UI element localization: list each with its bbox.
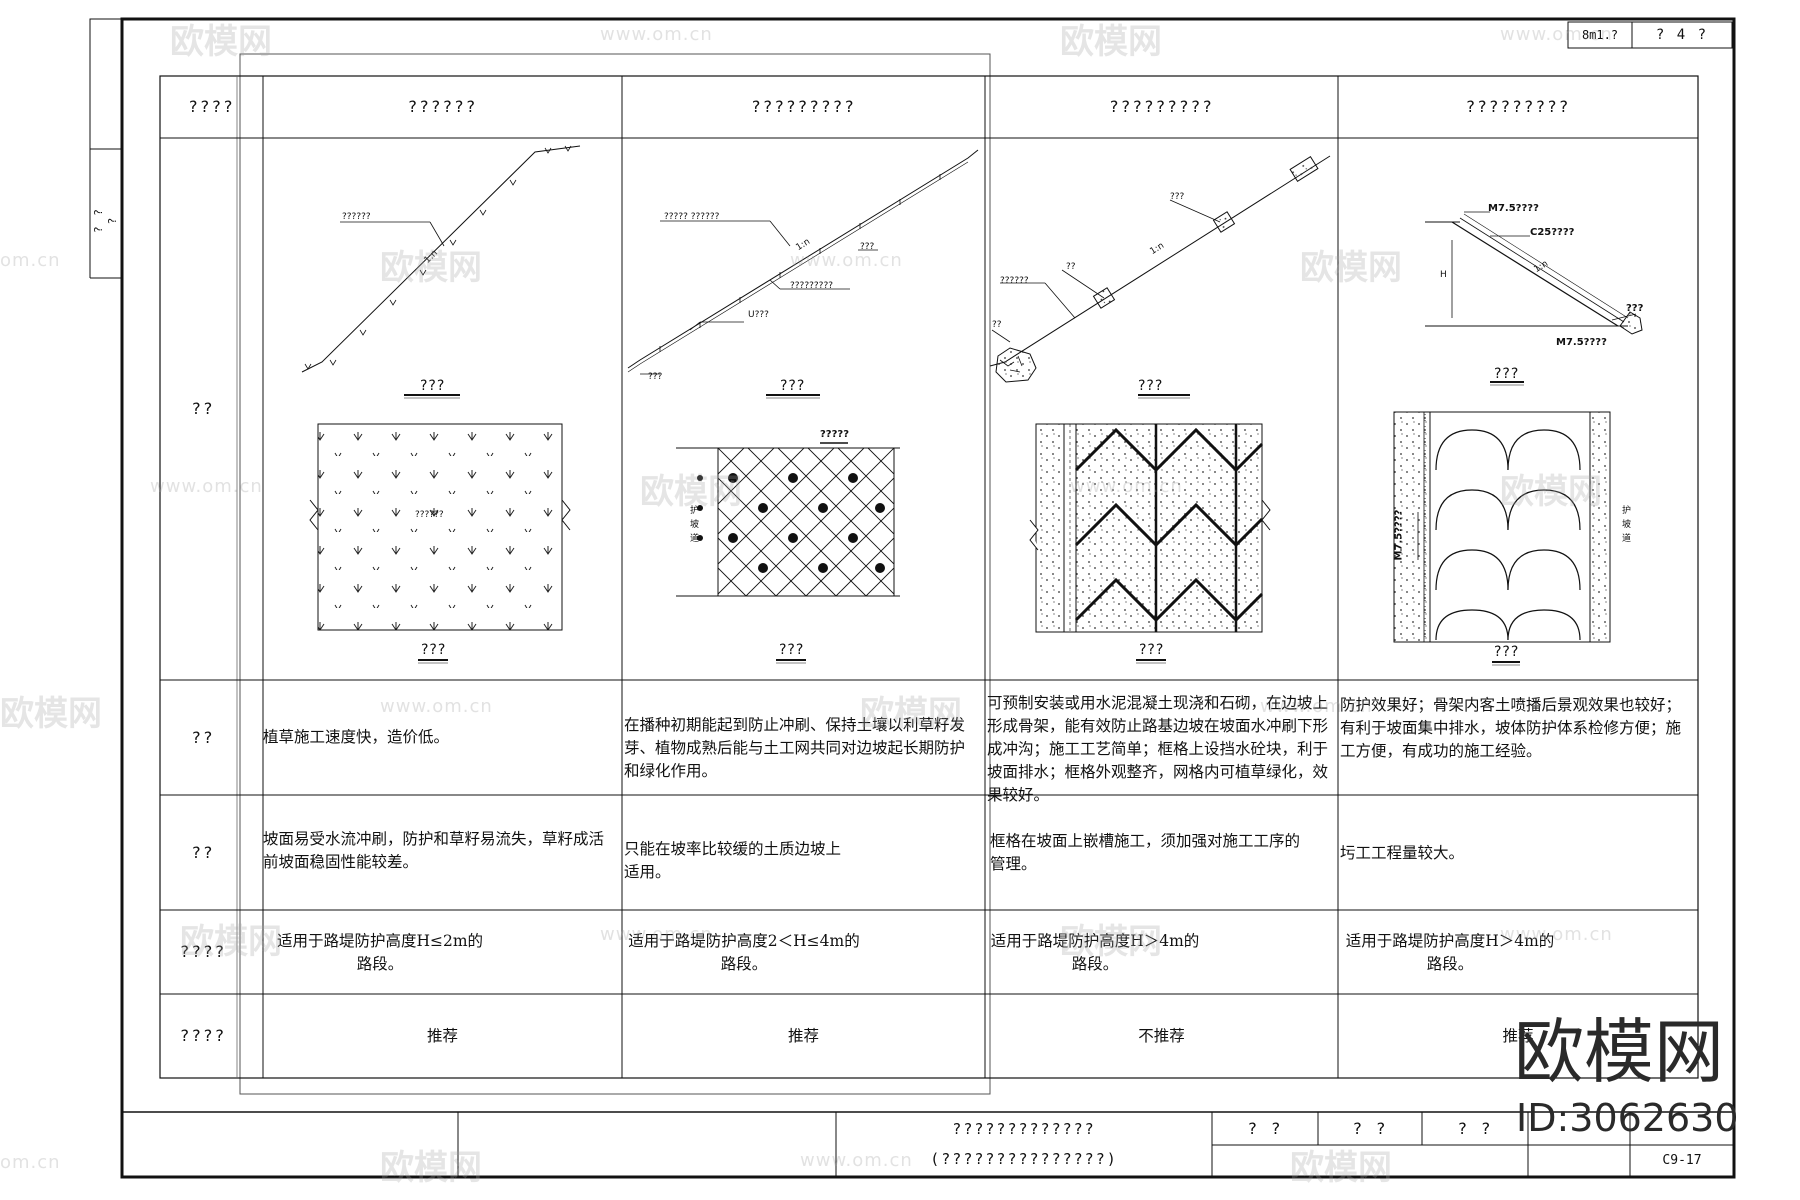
- header-col-1: ??????: [407, 97, 478, 116]
- col3-label-b: ??: [1066, 262, 1076, 272]
- recommendation-col-4: 推荐: [1502, 1026, 1534, 1045]
- col1-caption-plan: ???: [420, 642, 446, 658]
- col1-plan-drawing: [309, 423, 571, 664]
- sign-cell-3: ? ?: [1457, 1118, 1493, 1138]
- col1-section-drawing: [301, 145, 581, 399]
- applicable-col-2: 适用于路堤防护高度2＜H≤4m的路段。: [628, 932, 860, 973]
- advantages-col-3: 可预制安装或用水泥混凝土现浇和石砌，在边坡上形成骨架，能有效防止路基边坡在坡面水…: [987, 694, 1329, 804]
- col4-label-j: 道: [1622, 534, 1632, 544]
- col4-label-height: H: [1440, 270, 1447, 280]
- applicable-col-1: 适用于路堤防护高度H≤2m的路段。: [276, 932, 484, 973]
- col3-section-drawing: [989, 155, 1331, 399]
- col2-label-d: ?????????: [790, 281, 833, 291]
- drawing-title: ?????????????: [952, 1120, 1096, 1138]
- col2-label-f: ???: [648, 372, 663, 382]
- disadvantages-col-1: 坡面易受水流冲刷，防护和草籽易流失，草籽成活前坡面稳固性能较差。: [263, 830, 605, 871]
- col4-plan-drawing: [1393, 411, 1611, 666]
- col3-label-d: ??: [992, 320, 1002, 330]
- col2-section-drawing: [627, 149, 979, 399]
- title-block-grid: [122, 1111, 1734, 1177]
- col2-label-g: ?????: [820, 429, 850, 440]
- header-item: ????: [188, 97, 235, 116]
- col4-label-f: M7.5????: [1556, 337, 1607, 348]
- applicable-col-4: 适用于路堤防护高度H＞4m的路段。: [1345, 932, 1555, 973]
- col3-plan-drawing: [1029, 423, 1271, 664]
- sign-cell-1: ? ?: [1247, 1118, 1283, 1138]
- advantages-col-4: 防护效果好；骨架内客土喷播后景观效果也较好；有利于坡面集中排水，坡体防护体系检修…: [1340, 696, 1682, 760]
- recommendation-col-2: 推荐: [787, 1026, 819, 1045]
- disadvantages-col-2: 只能在坡率比较缓的土质边坡上适用。: [624, 840, 842, 881]
- col2-label-i: 坡: [690, 520, 700, 530]
- recommendation-col-3: 不推荐: [1138, 1026, 1185, 1045]
- row-label-diagram: ??: [191, 399, 215, 418]
- col4-label-a: M7.5????: [1488, 203, 1539, 214]
- binding-note: ? ? ?: [92, 207, 119, 233]
- recommendation-col-1: 推荐: [426, 1026, 458, 1045]
- col4-label-b: C25????: [1530, 227, 1575, 238]
- outer-frame: [120, 17, 1736, 1179]
- col4-label-g: M7.5????: [1393, 509, 1405, 561]
- col3-caption-section: ???: [1137, 378, 1163, 394]
- header-col-2: ?????????: [751, 97, 856, 116]
- header-col-3: ?????????: [1109, 97, 1214, 116]
- col3-label-c: ??????: [1000, 276, 1029, 286]
- disadvantages-col-3: 框格在坡面上嵌槽施工，须加强对施工工序的管理。: [990, 832, 1301, 873]
- row-label-applicable: ????: [179, 942, 227, 961]
- row-label-recommendation: ????: [179, 1026, 227, 1045]
- drawing-number: C9-17: [1662, 1153, 1702, 1168]
- header-col-4: ?????????: [1465, 97, 1571, 116]
- col3-caption-plan: ???: [1138, 642, 1164, 658]
- sheet-no-cell: [1631, 21, 1733, 49]
- col2-label-c: ???: [860, 242, 875, 252]
- sheet-ref: 8m1.?: [1581, 28, 1619, 42]
- sheet-number: ? 4 ?: [1655, 27, 1709, 43]
- col1-label-fill: ??????: [415, 510, 444, 520]
- col4-caption-plan: ???: [1493, 644, 1519, 660]
- binding-strip: [89, 18, 123, 150]
- comparison-table-grid: [159, 75, 1699, 1079]
- brand-logo-text: 欧模网: [1514, 1011, 1724, 1093]
- col2-caption-plan: ???: [778, 642, 804, 658]
- col4-caption-section: ???: [1493, 366, 1519, 382]
- col2-plan-drawing: [676, 442, 900, 664]
- col2-label-h: 护: [690, 506, 700, 516]
- col4-label-h: 护: [1622, 506, 1632, 516]
- drawing-subtitle: (???????????????): [930, 1150, 1118, 1168]
- col4-section-drawing: [1425, 211, 1643, 386]
- col1-caption-section: ???: [419, 378, 445, 394]
- inner-offset-frame: [239, 53, 991, 1095]
- advantages-col-2: 在播种初期能起到防止冲刷、保持土壤以利草籽发芽、植物成熟后能与土工网共同对边坡起…: [624, 716, 966, 780]
- col2-label-e: U???: [748, 310, 769, 320]
- advantages-col-1: 植草施工速度快，造价低。: [263, 728, 450, 746]
- col4-label-i: 坡: [1622, 520, 1632, 530]
- col1-label-grass: ??????: [342, 212, 371, 222]
- col2-label-j: 道: [690, 534, 700, 544]
- disadvantages-col-4: 圬工工程量较大。: [1340, 844, 1465, 862]
- col2-caption-section: ???: [779, 378, 805, 394]
- sign-cell-2: ? ?: [1352, 1118, 1388, 1138]
- col4-label-e: ???: [1626, 303, 1644, 314]
- brand-id: ID:3062630: [1516, 1096, 1739, 1140]
- applicable-col-3: 适用于路堤防护高度H＞4m的路段。: [990, 932, 1200, 973]
- row-label-advantages: ??: [191, 727, 215, 747]
- row-label-disadvantages: ??: [191, 842, 215, 862]
- col2-label-a: ????? ??????: [664, 212, 720, 222]
- col3-label-a: ???: [1170, 192, 1185, 202]
